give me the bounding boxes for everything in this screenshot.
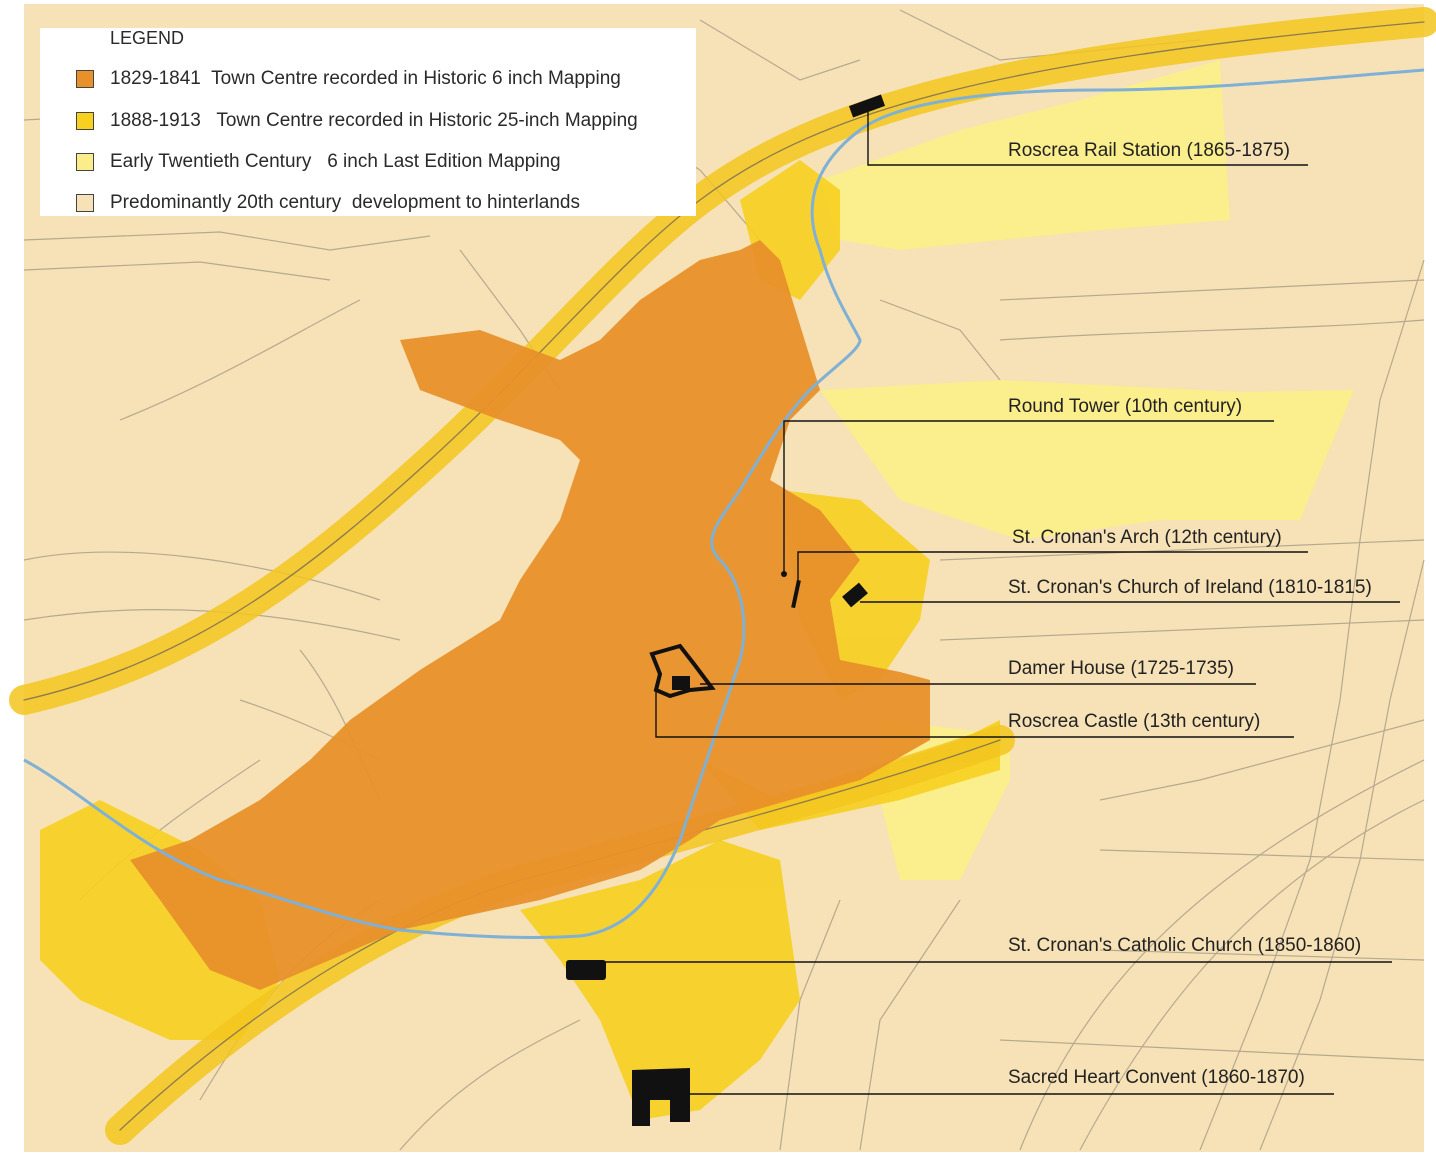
- legend: LEGEND 1829-1841 Town Centre recorded in…: [40, 28, 696, 216]
- legend-item-label: 1888-1913 Town Centre recorded in Histor…: [110, 110, 638, 131]
- label-rail-station: Roscrea Rail Station (1865-1875): [1008, 140, 1290, 161]
- legend-item-1888: 1888-1913 Town Centre recorded in Histor…: [76, 110, 638, 132]
- label-damer-house: Damer House (1725-1735): [1008, 658, 1235, 679]
- swatch-yellow-icon: [76, 112, 94, 130]
- town-1829-1841-area: [130, 240, 930, 990]
- swatch-pale-yellow-icon: [76, 153, 94, 171]
- legend-item-hinterland: Predominantly 20th century development t…: [76, 192, 580, 214]
- label-sacred-heart-convent: Sacred Heart Convent (1860-1870): [1008, 1067, 1305, 1088]
- legend-item-label: Early Twentieth Century 6 inch Last Edit…: [110, 151, 561, 172]
- leader-lines: [600, 110, 1400, 1095]
- label-church-of-ireland: St. Cronan's Church of Ireland (1810-181…: [1008, 577, 1372, 598]
- legend-item-label: Predominantly 20th century development t…: [110, 192, 580, 213]
- legend-title: LEGEND: [110, 28, 185, 48]
- legend-item-early-20th: Early Twentieth Century 6 inch Last Edit…: [76, 151, 561, 173]
- street-network: [23, 9, 1425, 1151]
- label-cronans-arch: St. Cronan's Arch (12th century): [1012, 527, 1282, 548]
- river: [23, 68, 1425, 939]
- legend-item-1829: 1829-1841 Town Centre recorded in Histor…: [76, 68, 621, 90]
- legend-item-label: 1829-1841 Town Centre recorded in Histor…: [110, 68, 621, 89]
- swatch-beige-icon: [76, 194, 94, 212]
- label-catholic-church: St. Cronan's Catholic Church (1850-1860): [1008, 935, 1362, 956]
- swatch-orange-icon: [76, 70, 94, 88]
- label-round-tower: Round Tower (10th century): [1008, 396, 1243, 417]
- label-roscrea-castle: Roscrea Castle (13th century): [1008, 711, 1261, 732]
- landmark-buildings: [566, 94, 886, 1126]
